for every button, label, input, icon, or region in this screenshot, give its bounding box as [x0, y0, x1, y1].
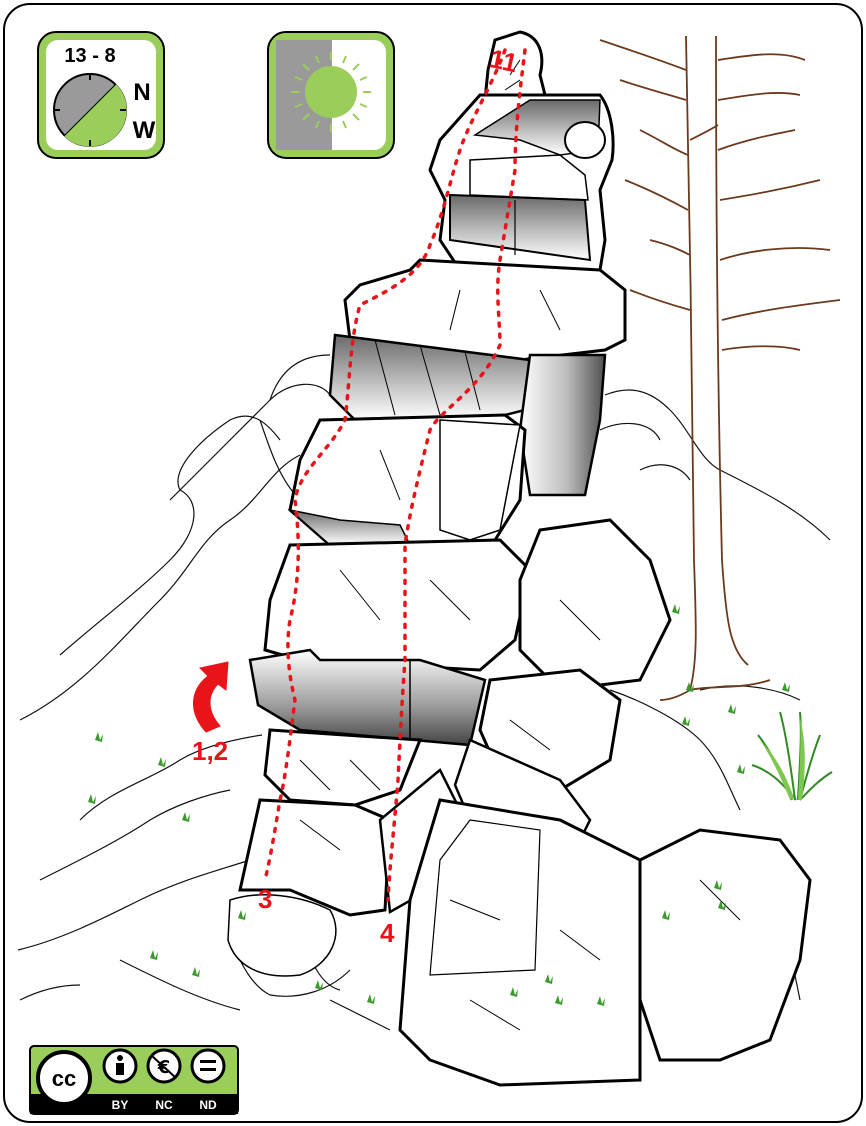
sun-exposure-badge	[268, 32, 394, 158]
nd-equals-icon	[192, 1050, 224, 1082]
compass-badge: 13 - 8 N W	[38, 32, 164, 158]
svg-text:cc: cc	[52, 1066, 76, 1091]
license-nd-label: ND	[199, 1098, 217, 1112]
orientation-label: 13 - 8	[64, 45, 115, 67]
license-by-label: BY	[112, 1098, 129, 1112]
license-nc-label: NC	[155, 1098, 173, 1112]
direction-west: W	[133, 117, 156, 144]
cc-license-badge: cc € BY NC ND	[30, 1046, 238, 1114]
route-number-4: 4	[380, 918, 395, 948]
direction-north: N	[133, 79, 150, 106]
route-number-1-2: 1,2	[192, 736, 228, 766]
route-number-3: 3	[258, 884, 272, 914]
